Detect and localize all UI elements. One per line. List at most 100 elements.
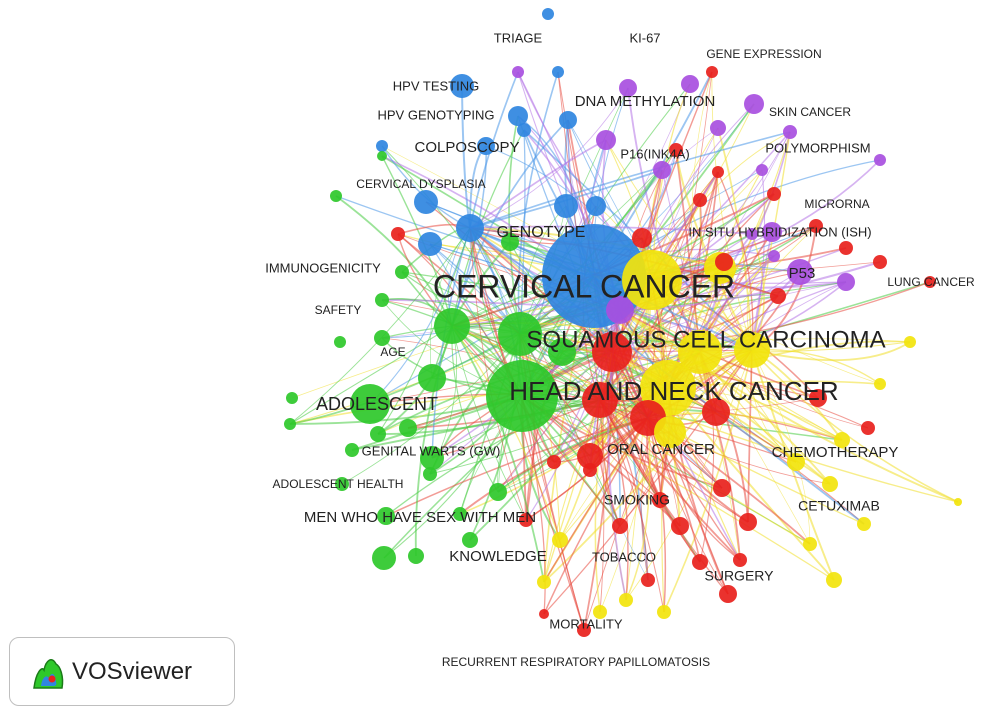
network-node-green[interactable] — [418, 364, 446, 392]
network-node-purple[interactable] — [783, 125, 797, 139]
keyword-label[interactable]: CERVICAL DYSPLASIA — [356, 177, 485, 191]
network-node-purple[interactable] — [837, 273, 855, 291]
network-node-blue[interactable] — [418, 232, 442, 256]
network-node-green[interactable] — [453, 507, 467, 521]
network-node-yellow[interactable] — [622, 250, 682, 310]
network-node-purple[interactable] — [756, 164, 768, 176]
network-node-green[interactable] — [330, 190, 342, 202]
network-node-yellow[interactable] — [803, 537, 817, 551]
network-node-red[interactable] — [669, 143, 683, 157]
keyword-label[interactable]: TOBACCO — [592, 549, 656, 564]
network-node-green[interactable] — [498, 312, 542, 356]
keyword-label[interactable]: HPV GENOTYPING — [377, 107, 494, 122]
network-node-green[interactable] — [399, 419, 417, 437]
network-node-yellow[interactable] — [593, 605, 607, 619]
keyword-label[interactable]: IMMUNOGENICITY — [265, 260, 381, 275]
keyword-label[interactable]: SMOKING — [604, 492, 670, 508]
network-node-red[interactable] — [632, 228, 652, 248]
network-node-red[interactable] — [713, 479, 731, 497]
network-node-red[interactable] — [712, 166, 724, 178]
network-node-green[interactable] — [370, 426, 386, 442]
network-node-red[interactable] — [809, 389, 827, 407]
network-node-red[interactable] — [671, 517, 689, 535]
network-node-yellow[interactable] — [734, 332, 770, 368]
keyword-label[interactable]: IN SITU HYBRIDIZATION (ISH) — [688, 224, 871, 239]
network-node-red[interactable] — [861, 421, 875, 435]
network-node-purple[interactable] — [512, 66, 524, 78]
keyword-label[interactable]: ADOLESCENT — [316, 394, 438, 414]
network-node-blue[interactable] — [559, 111, 577, 129]
network-node-yellow[interactable] — [904, 336, 916, 348]
network-node-red[interactable] — [739, 513, 757, 531]
network-node-yellow[interactable] — [619, 593, 633, 607]
network-node-yellow[interactable] — [857, 517, 871, 531]
network-node-red[interactable] — [592, 332, 632, 372]
network-node-blue[interactable] — [554, 194, 578, 218]
keyword-label[interactable]: CERVICAL CANCER — [433, 268, 735, 304]
network-node-red[interactable] — [583, 463, 597, 477]
network-node-yellow[interactable] — [874, 378, 886, 390]
network-node-green[interactable] — [395, 265, 409, 279]
network-node-purple[interactable] — [746, 228, 758, 240]
network-node-blue[interactable] — [508, 106, 528, 126]
network-node-purple[interactable] — [768, 250, 780, 262]
network-node-green[interactable] — [434, 308, 470, 344]
network-node-yellow[interactable] — [822, 476, 838, 492]
network-node-red[interactable] — [706, 66, 718, 78]
network-node-purple[interactable] — [787, 259, 813, 285]
keyword-label[interactable]: GENITAL WARTS (GW) — [362, 443, 501, 458]
network-node-blue[interactable] — [376, 140, 388, 152]
keyword-label[interactable]: SQUAMOUS CELL CARCINOMA — [526, 326, 885, 353]
network-node-red[interactable] — [539, 609, 549, 619]
keyword-label[interactable]: LUNG CANCER — [887, 275, 975, 289]
network-node-green[interactable] — [345, 443, 359, 457]
network-node-blue[interactable] — [542, 8, 554, 20]
network-node-yellow[interactable] — [552, 532, 568, 548]
network-node-green[interactable] — [462, 532, 478, 548]
network-node-yellow[interactable] — [826, 572, 842, 588]
network-node-purple[interactable] — [744, 94, 764, 114]
network-node-red[interactable] — [391, 227, 405, 241]
keyword-label[interactable]: COLPOSCOPY — [414, 139, 519, 156]
network-node-blue[interactable] — [450, 74, 474, 98]
keyword-label[interactable]: MEN WHO HAVE SEX WITH MEN — [304, 509, 536, 526]
network-node-red[interactable] — [839, 241, 853, 255]
network-node-blue[interactable] — [517, 123, 531, 137]
network-node-purple[interactable] — [653, 161, 671, 179]
network-node-green[interactable] — [350, 384, 390, 424]
network-node-red[interactable] — [715, 253, 733, 271]
network-node-blue[interactable] — [477, 137, 495, 155]
network-node-green[interactable] — [420, 446, 444, 470]
network-node-red[interactable] — [577, 623, 591, 637]
keyword-label[interactable]: KI-67 — [629, 30, 660, 45]
keyword-label[interactable]: HPV TESTING — [393, 78, 479, 93]
network-node-blue[interactable] — [414, 190, 438, 214]
network-node-red[interactable] — [702, 398, 730, 426]
keyword-label[interactable]: HEAD AND NECK CANCER — [509, 376, 838, 406]
keyword-label[interactable]: KNOWLEDGE — [449, 548, 547, 565]
network-node-green[interactable] — [501, 233, 519, 251]
network-node-red[interactable] — [693, 193, 707, 207]
network-node-yellow[interactable] — [787, 453, 805, 471]
keyword-label[interactable]: SKIN CANCER — [769, 105, 851, 119]
keyword-label[interactable]: TRIAGE — [494, 30, 543, 45]
network-node-red[interactable] — [577, 443, 603, 469]
network-node-red[interactable] — [612, 518, 628, 534]
network-node-green[interactable] — [286, 392, 298, 404]
network-node-green[interactable] — [423, 467, 437, 481]
network-node-yellow[interactable] — [654, 416, 686, 448]
keyword-label[interactable]: RECURRENT RESPIRATORY PAPILLOMATOSIS — [442, 655, 710, 669]
network-node-red[interactable] — [582, 382, 618, 418]
network-node-red[interactable] — [719, 585, 737, 603]
network-node-purple[interactable] — [619, 79, 637, 97]
network-node-red[interactable] — [733, 553, 747, 567]
network-node-red[interactable] — [692, 554, 708, 570]
network-node-red[interactable] — [519, 513, 533, 527]
keyword-label[interactable]: CHEMOTHERAPY — [772, 444, 899, 461]
network-node-red[interactable] — [652, 492, 668, 508]
keyword-label[interactable]: SURGERY — [705, 568, 775, 584]
network-node-purple[interactable] — [874, 154, 886, 166]
network-node-green[interactable] — [375, 293, 389, 307]
network-node-green[interactable] — [335, 477, 349, 491]
keyword-label[interactable]: MORTALITY — [549, 616, 623, 631]
